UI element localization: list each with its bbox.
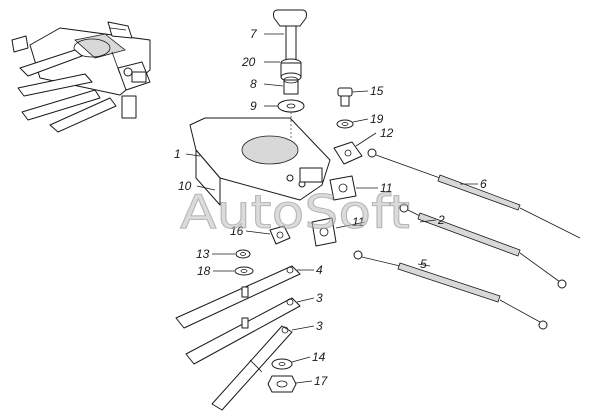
- callout-4: 4: [316, 263, 323, 277]
- lever-part-3b: [211, 325, 293, 411]
- washer-part-19: [336, 119, 354, 129]
- callout-6: 6: [480, 177, 487, 191]
- cable-part-5: [353, 250, 548, 330]
- callout-19: 19: [370, 112, 384, 126]
- clamp-part-11-lower: [311, 217, 337, 247]
- bushing-part-20: [280, 58, 302, 82]
- clip-part-12: [333, 141, 363, 165]
- lever-part-3a: [185, 297, 301, 365]
- bracket-part-1: [189, 117, 331, 206]
- watermark-autosoft: AutoSoft: [180, 185, 410, 239]
- pin-part-7: [273, 9, 307, 61]
- callout-labels: 7 20 8 9 15 19 12 1 10 11 6 2 11 16 13 1…: [174, 27, 487, 388]
- callout-12: 12: [380, 126, 394, 140]
- callout-1: 1: [174, 147, 181, 161]
- clamp-part-11-upper: [329, 175, 357, 201]
- nut-part-16: [269, 225, 291, 245]
- callout-15: 15: [370, 84, 384, 98]
- leader-lines: [185, 33, 478, 384]
- cable-part-2: [399, 203, 567, 289]
- callout-5: 5: [420, 257, 427, 271]
- callout-7: 7: [250, 27, 258, 41]
- nut-part-17: [267, 375, 297, 393]
- sleeve-part-8: [283, 76, 299, 95]
- washer-part-18: [234, 266, 254, 276]
- washer-part-13: [235, 249, 251, 259]
- callout-17: 17: [314, 374, 329, 388]
- callout-11-upper: 11: [380, 181, 392, 195]
- callout-16: 16: [230, 224, 244, 238]
- callout-2: 2: [437, 213, 445, 227]
- callout-9: 9: [250, 99, 257, 113]
- callout-14: 14: [312, 350, 326, 364]
- callout-11-lower: 11: [352, 215, 364, 229]
- washer-part-14: [271, 358, 293, 370]
- bolt-part-15: [337, 87, 353, 107]
- callout-20: 20: [241, 55, 256, 69]
- assembled-view: [11, 21, 151, 133]
- callout-18: 18: [197, 264, 211, 278]
- lever-part-4: [175, 265, 301, 329]
- cable-part-6: [367, 148, 581, 239]
- callout-8: 8: [250, 77, 257, 91]
- callout-3-lower: 3: [316, 319, 323, 333]
- washer-part-9: [277, 99, 305, 113]
- callout-10: 10: [178, 179, 192, 193]
- callout-3-upper: 3: [316, 291, 323, 305]
- callout-13: 13: [196, 247, 210, 261]
